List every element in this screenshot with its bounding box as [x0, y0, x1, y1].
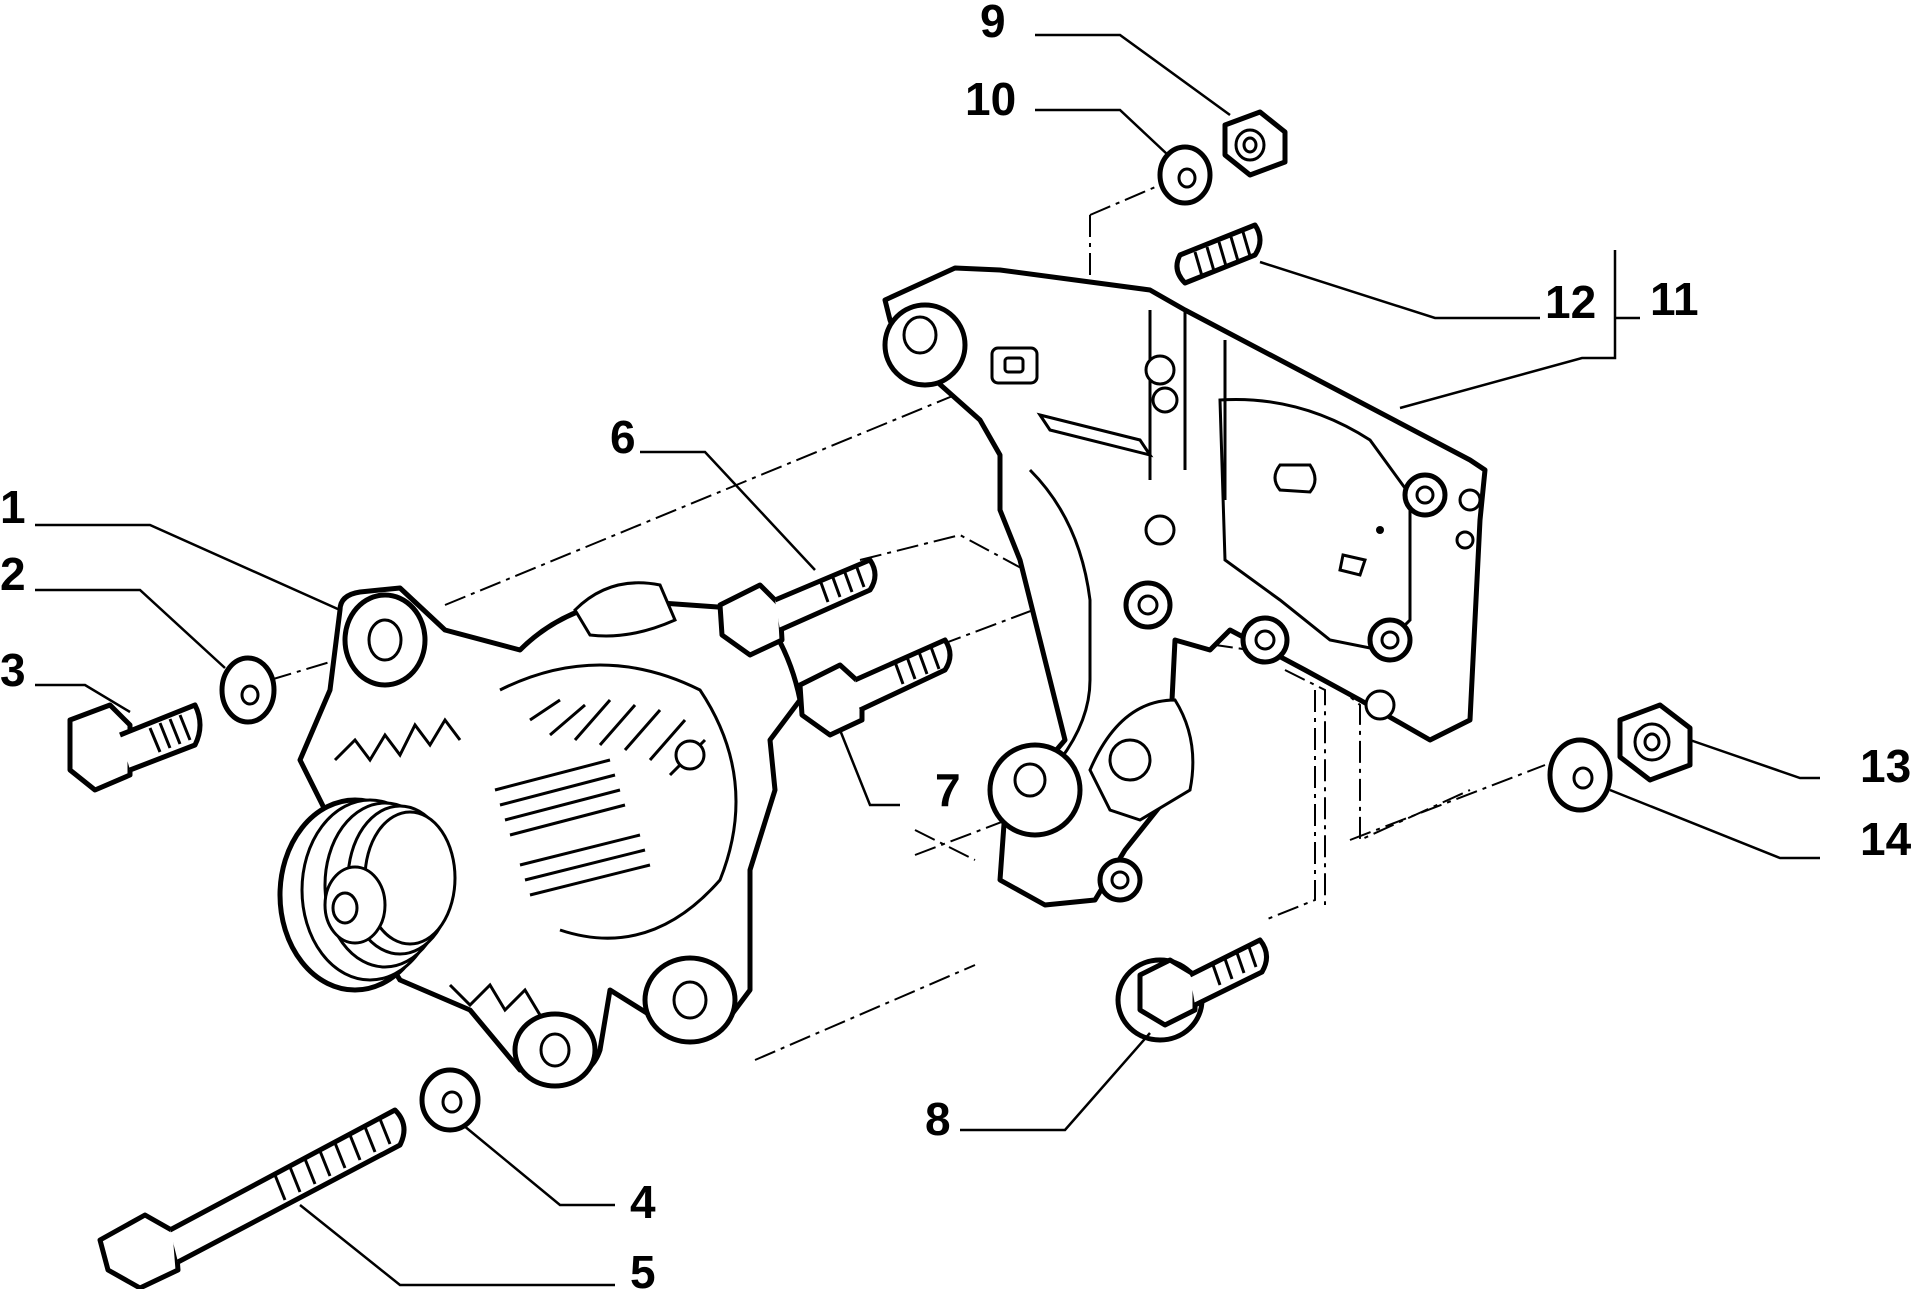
callout-2: 2	[0, 548, 26, 600]
bolt-part-3	[67, 702, 203, 793]
callout-3: 3	[0, 644, 26, 696]
callout-4: 4	[630, 1176, 656, 1228]
washer-part-4	[419, 1067, 481, 1133]
nut-part-13	[1617, 702, 1693, 783]
callout-7: 7	[935, 764, 961, 816]
callout-14: 14	[1860, 813, 1912, 865]
bolt-part-6	[717, 557, 878, 658]
callout-8: 8	[925, 1093, 951, 1145]
nut-part-9	[1222, 109, 1288, 178]
bolt-part-5	[97, 1107, 407, 1289]
washer-part-10	[1157, 144, 1213, 206]
bolt-part-8	[1115, 937, 1269, 1043]
callout-10: 10	[965, 73, 1016, 125]
bolt-part-7	[797, 637, 953, 738]
callout-6: 6	[610, 411, 636, 463]
washer-part-14	[1547, 737, 1613, 813]
callout-11: 11	[1650, 273, 1699, 325]
callout-12: 12	[1545, 276, 1596, 328]
callout-9: 9	[980, 0, 1006, 47]
stud-part-12	[1174, 222, 1263, 286]
washer-part-2	[219, 655, 277, 725]
leader-lines	[35, 33, 1820, 1287]
callout-5: 5	[630, 1246, 656, 1289]
callout-1: 1	[0, 481, 26, 533]
callout-13: 13	[1860, 740, 1911, 792]
alternator	[277, 581, 803, 1089]
mounting-bracket	[882, 265, 1488, 908]
